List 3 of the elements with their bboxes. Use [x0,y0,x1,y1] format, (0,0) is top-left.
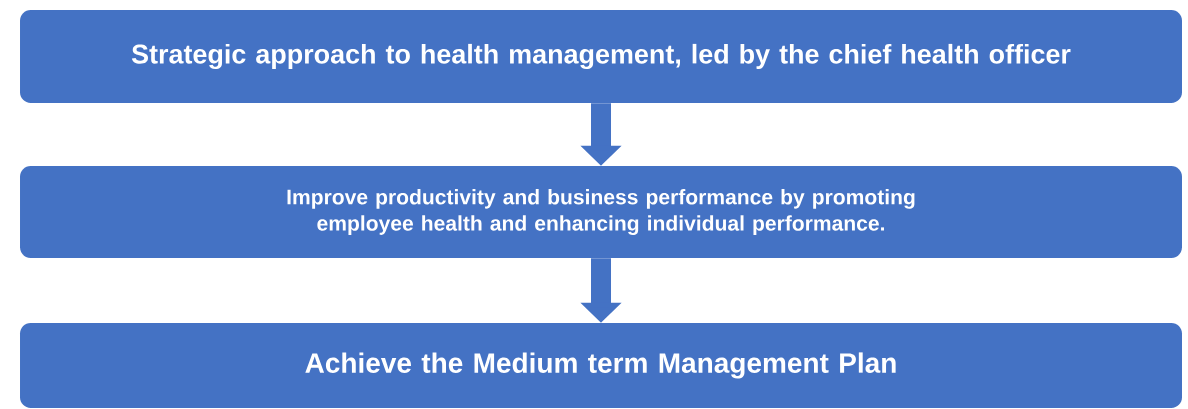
process-box: Improve productivity and business performance by promoting employee health and enhancing individual performance. [20,166,1182,258]
process-box: Achieve the Medium term Management Plan [20,322,1182,408]
process-box: Strategic approach to health management, led by the chief health officer [20,9,1182,104]
